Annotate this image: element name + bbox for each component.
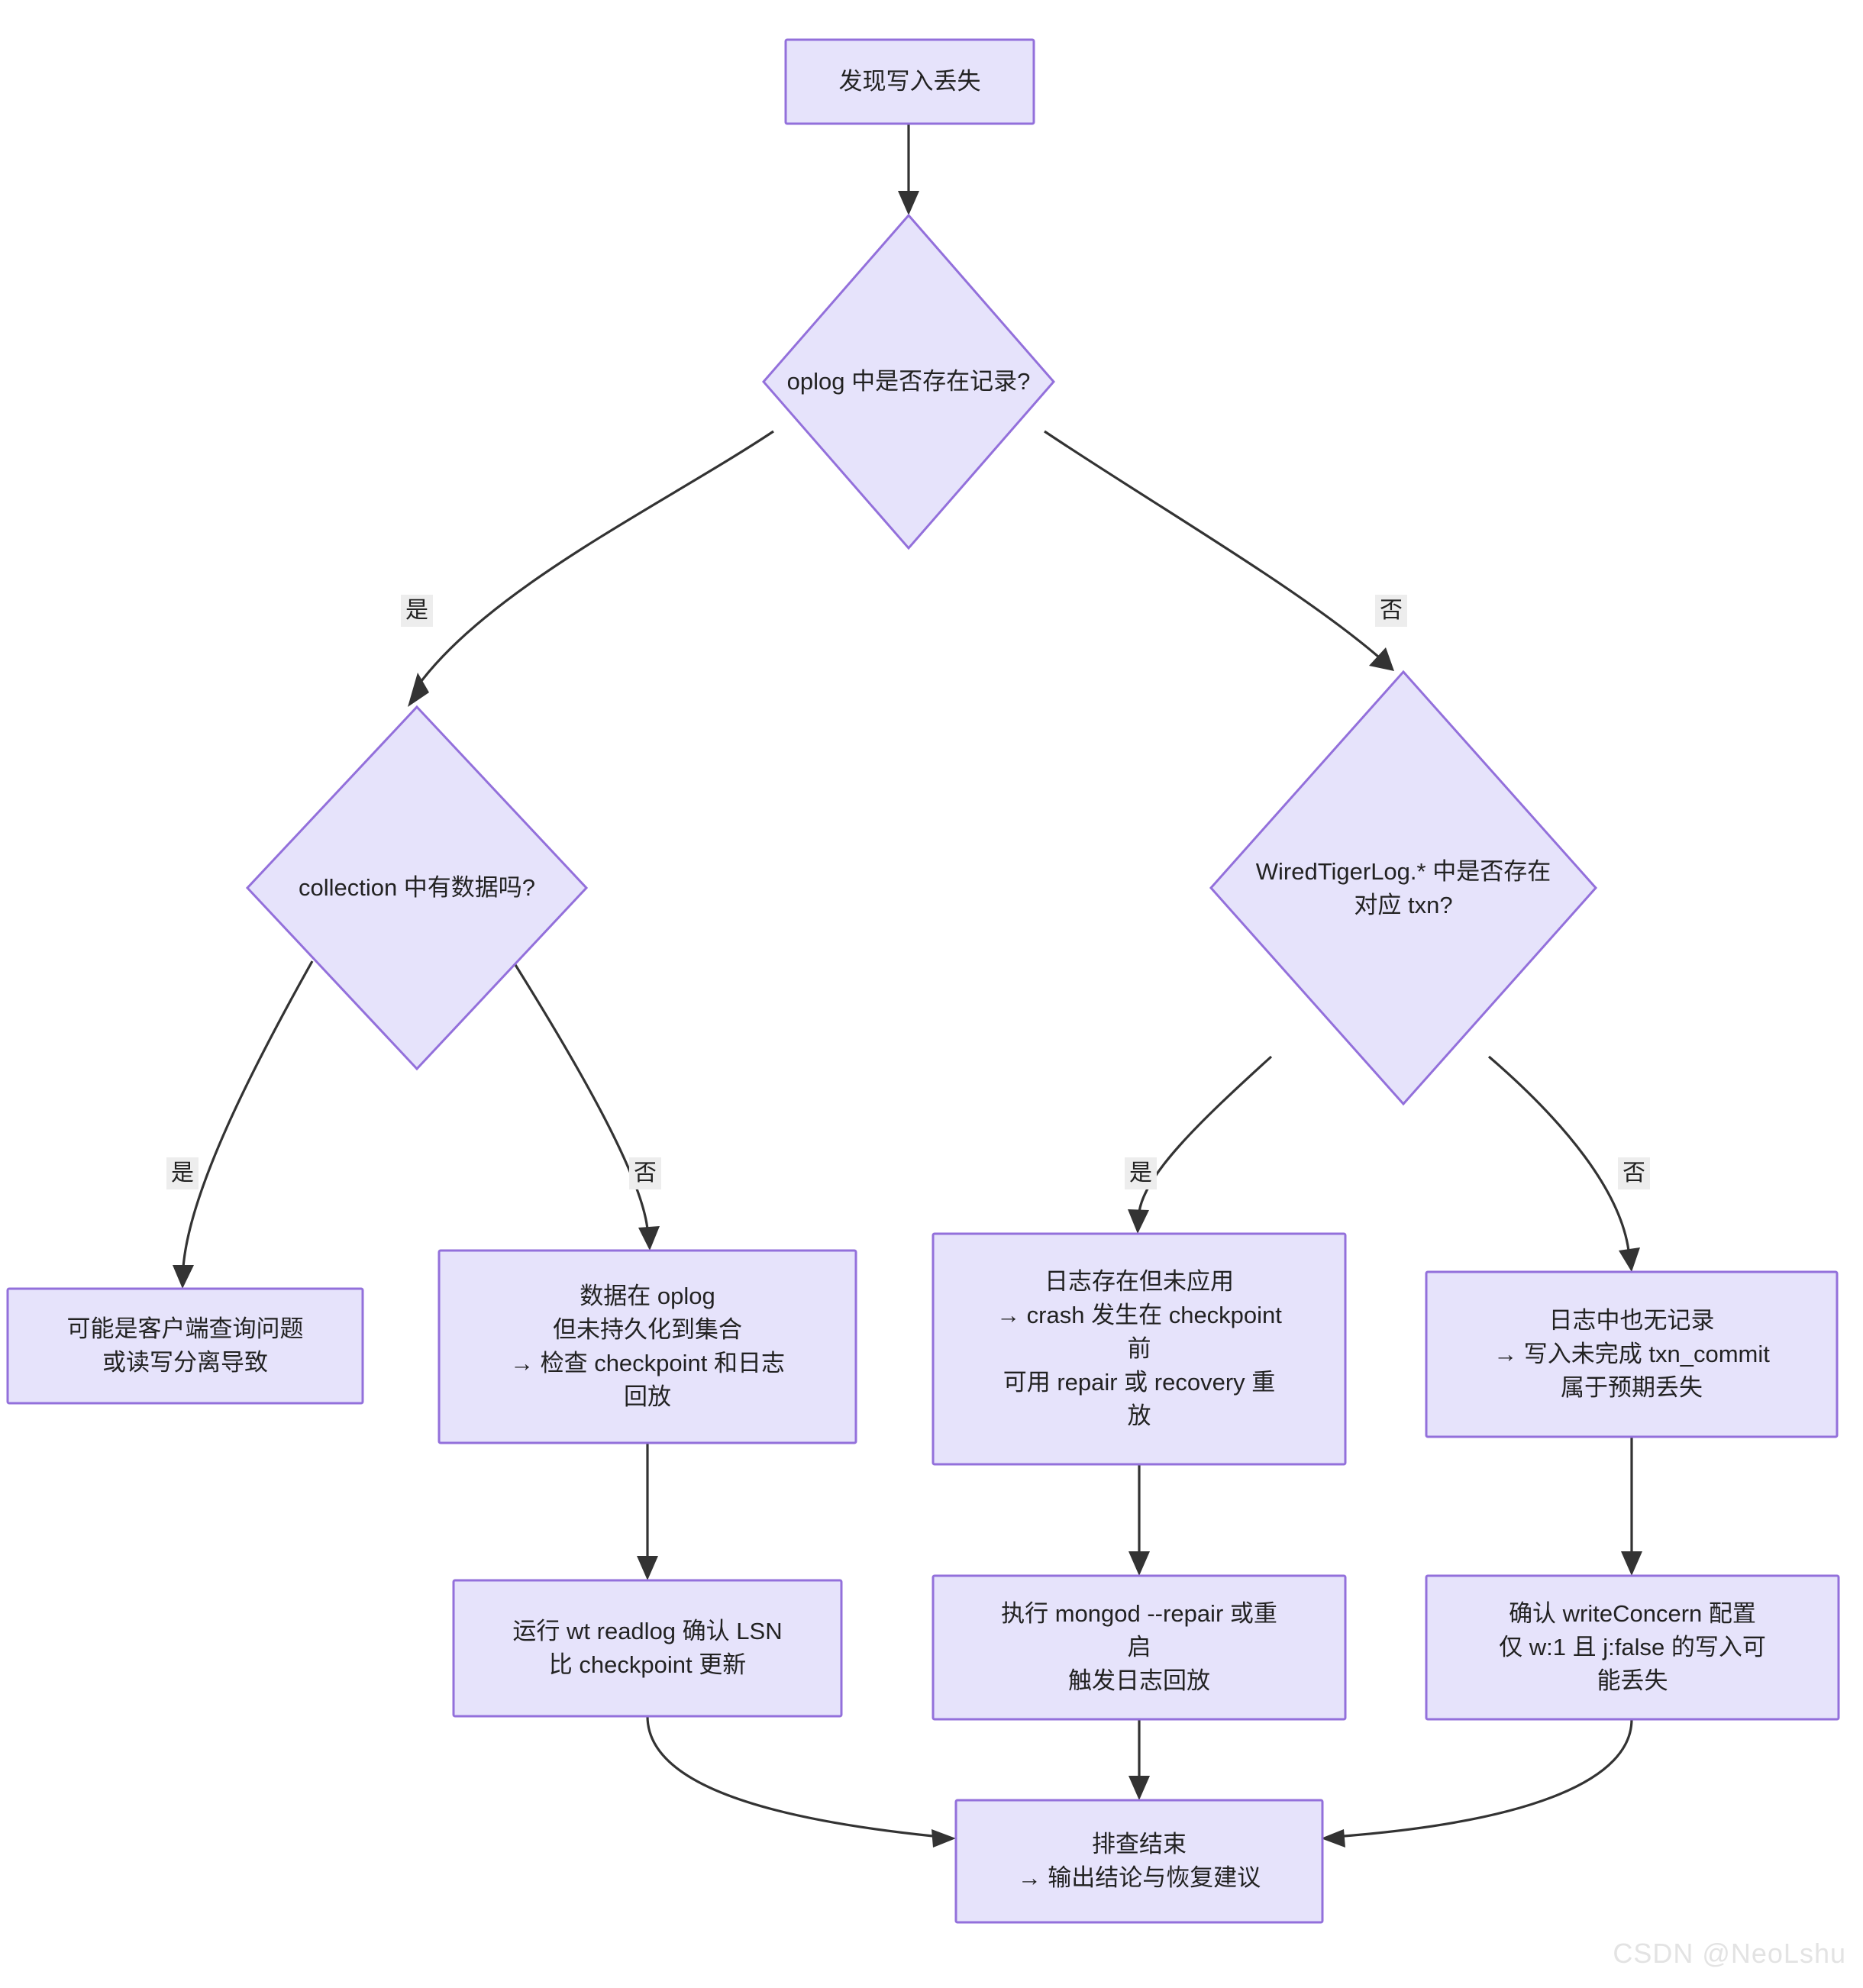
node-readlog[interactable]: [452, 1579, 843, 1718]
edge-wtlog-yes-to-log-unapplied: [1128, 1055, 1273, 1234]
nodes-layer: [6, 38, 1840, 1924]
edge-collection-no-to-oplog-only: [512, 960, 660, 1251]
edge-no-log-to-writeconcern: [1621, 1437, 1642, 1576]
edge-collection-yes-to-client-issue: [173, 960, 314, 1289]
edge-oplog-no-to-wtlog-decision: [1044, 430, 1394, 671]
edge-label-wtlog-yes: 是: [1125, 1157, 1157, 1189]
edge-label-oplog-yes: 是: [401, 595, 433, 627]
node-start[interactable]: [784, 38, 1035, 125]
edges-layer: [173, 124, 1642, 1848]
node-collection-decision[interactable]: [245, 705, 589, 1071]
edge-label-oplog-no: 否: [1375, 595, 1407, 627]
edge-repair-to-end: [1128, 1719, 1150, 1800]
edge-log-unapplied-to-repair: [1128, 1464, 1150, 1576]
edge-wtlog-no-to-no-log-record: [1487, 1055, 1640, 1272]
edge-label-wtlog-no: 否: [1618, 1157, 1650, 1189]
node-no-log-record[interactable]: [1425, 1270, 1839, 1438]
node-oplog-decision[interactable]: [762, 213, 1055, 550]
watermark-text: CSDN @NeoLshu: [1613, 1938, 1846, 1969]
edge-label-collection-no: 否: [629, 1157, 661, 1189]
edge-start-to-oplog-decision: [898, 124, 919, 215]
edge-writeconcern-to-end: [1321, 1719, 1633, 1848]
node-oplog-only[interactable]: [437, 1249, 857, 1444]
node-client-issue[interactable]: [6, 1287, 364, 1405]
node-end[interactable]: [954, 1799, 1324, 1924]
edge-readlog-to-end: [646, 1715, 956, 1848]
node-writeconcern[interactable]: [1425, 1574, 1840, 1721]
node-log-unapplied[interactable]: [932, 1232, 1347, 1466]
edge-label-collection-yes: 是: [166, 1157, 199, 1189]
node-wtlog-decision[interactable]: [1209, 670, 1598, 1106]
edge-oplog-yes-to-collection-decision: [408, 430, 774, 707]
edge-oplog-only-to-readlog: [637, 1443, 658, 1580]
node-repair[interactable]: [932, 1574, 1347, 1721]
